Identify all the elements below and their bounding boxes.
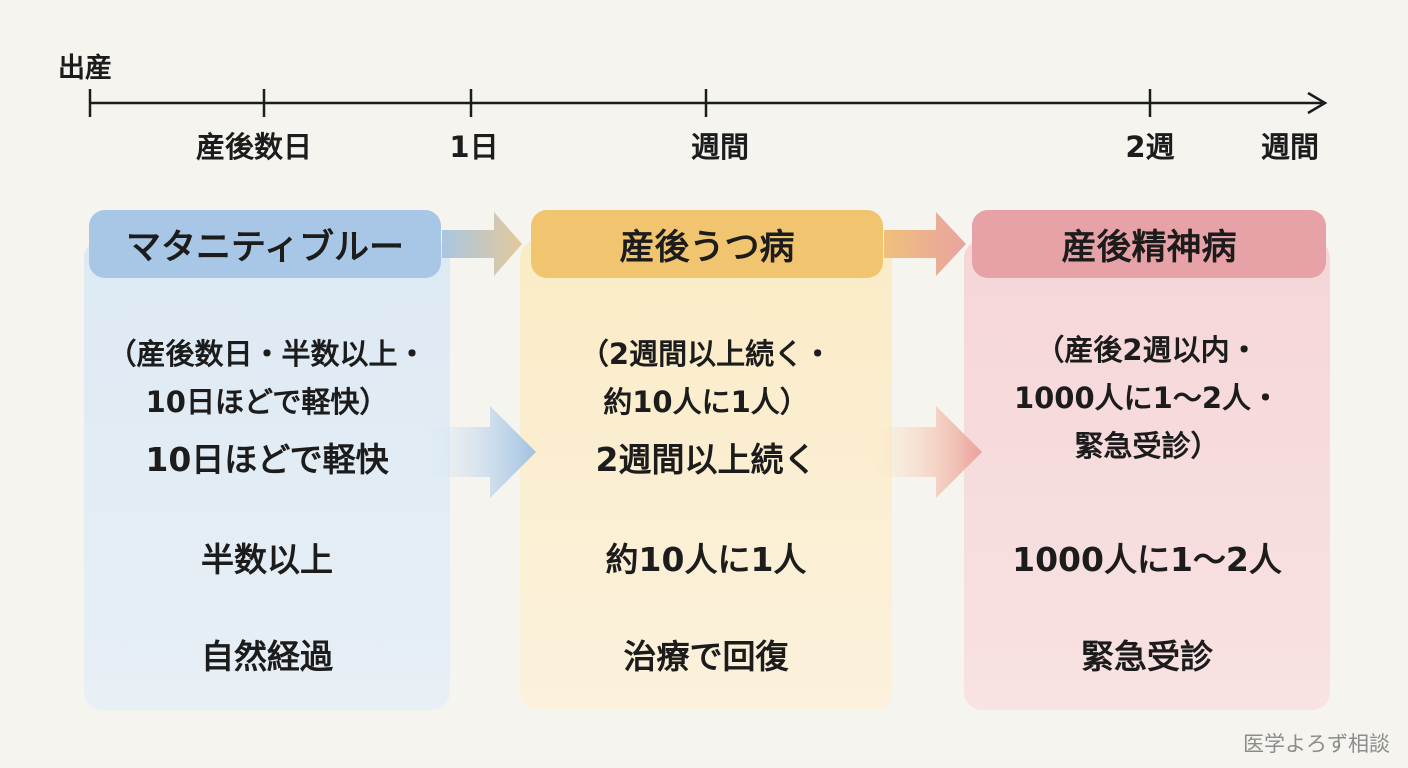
stage-item: 緊急受診 (1081, 637, 1213, 676)
stage-item: 1000人に1〜2人 (1012, 540, 1282, 579)
stage-item: 自然経過 (201, 637, 333, 676)
stage-panel-postpartum-psychosis (964, 240, 1330, 710)
stage-item: 半数以上 (201, 540, 333, 579)
timeline-tick-label: 週間 (690, 130, 750, 164)
timeline-tick-label: 産後数日 (195, 130, 313, 164)
stage-detail-line: （2週間以上続く・ (579, 337, 833, 371)
stage-panel-postpartum-depression (520, 240, 892, 710)
arrow-right-icon (884, 212, 966, 276)
stage-detail-line: 10日ほどで軽快） (145, 385, 389, 419)
stage-item: 2週間以上続く (595, 440, 817, 479)
arrow-right-icon (442, 212, 522, 276)
timeline-axis (88, 89, 1328, 117)
stage-detail-line: （産後数日・半数以上・ (107, 337, 427, 371)
stage-detail-line: 1000人に1〜2人・ (1013, 381, 1281, 415)
source-credit: 医学よろず相談 (1243, 732, 1390, 756)
stage-detail: （産後2週以内・ 1000人に1〜2人・ 緊急受診） (964, 326, 1330, 470)
stage-detail-line: （産後2週以内・ (1035, 333, 1259, 367)
stage-title-postpartum-depression: 産後うつ病 (531, 210, 883, 278)
stage-item: 10日ほどで軽快 (145, 440, 389, 479)
timeline-tick-label: 2週 (1125, 130, 1175, 164)
stage-detail: （2週間以上続く・ 約10人に1人） (520, 330, 892, 426)
stage-detail-line: 緊急受診） (1074, 429, 1220, 463)
stage-title-postpartum-psychosis: 産後精神病 (972, 210, 1326, 278)
stage-title-maternity-blues: マタニティブルー (89, 210, 441, 278)
stage-item: 治療で回復 (623, 637, 789, 676)
stage-detail-line: 約10人に1人） (603, 385, 809, 419)
stage-panel-maternity-blues (84, 240, 450, 710)
timeline-tick-label: 1日 (449, 130, 499, 164)
timeline-arrowhead (1307, 91, 1328, 115)
stage-item: 約10人に1人 (605, 540, 807, 579)
stage-detail: （産後数日・半数以上・ 10日ほどで軽快） (84, 330, 450, 426)
timeline-tick-label: 週間 (1260, 130, 1320, 164)
timeline-start-label: 出産 (58, 53, 112, 84)
